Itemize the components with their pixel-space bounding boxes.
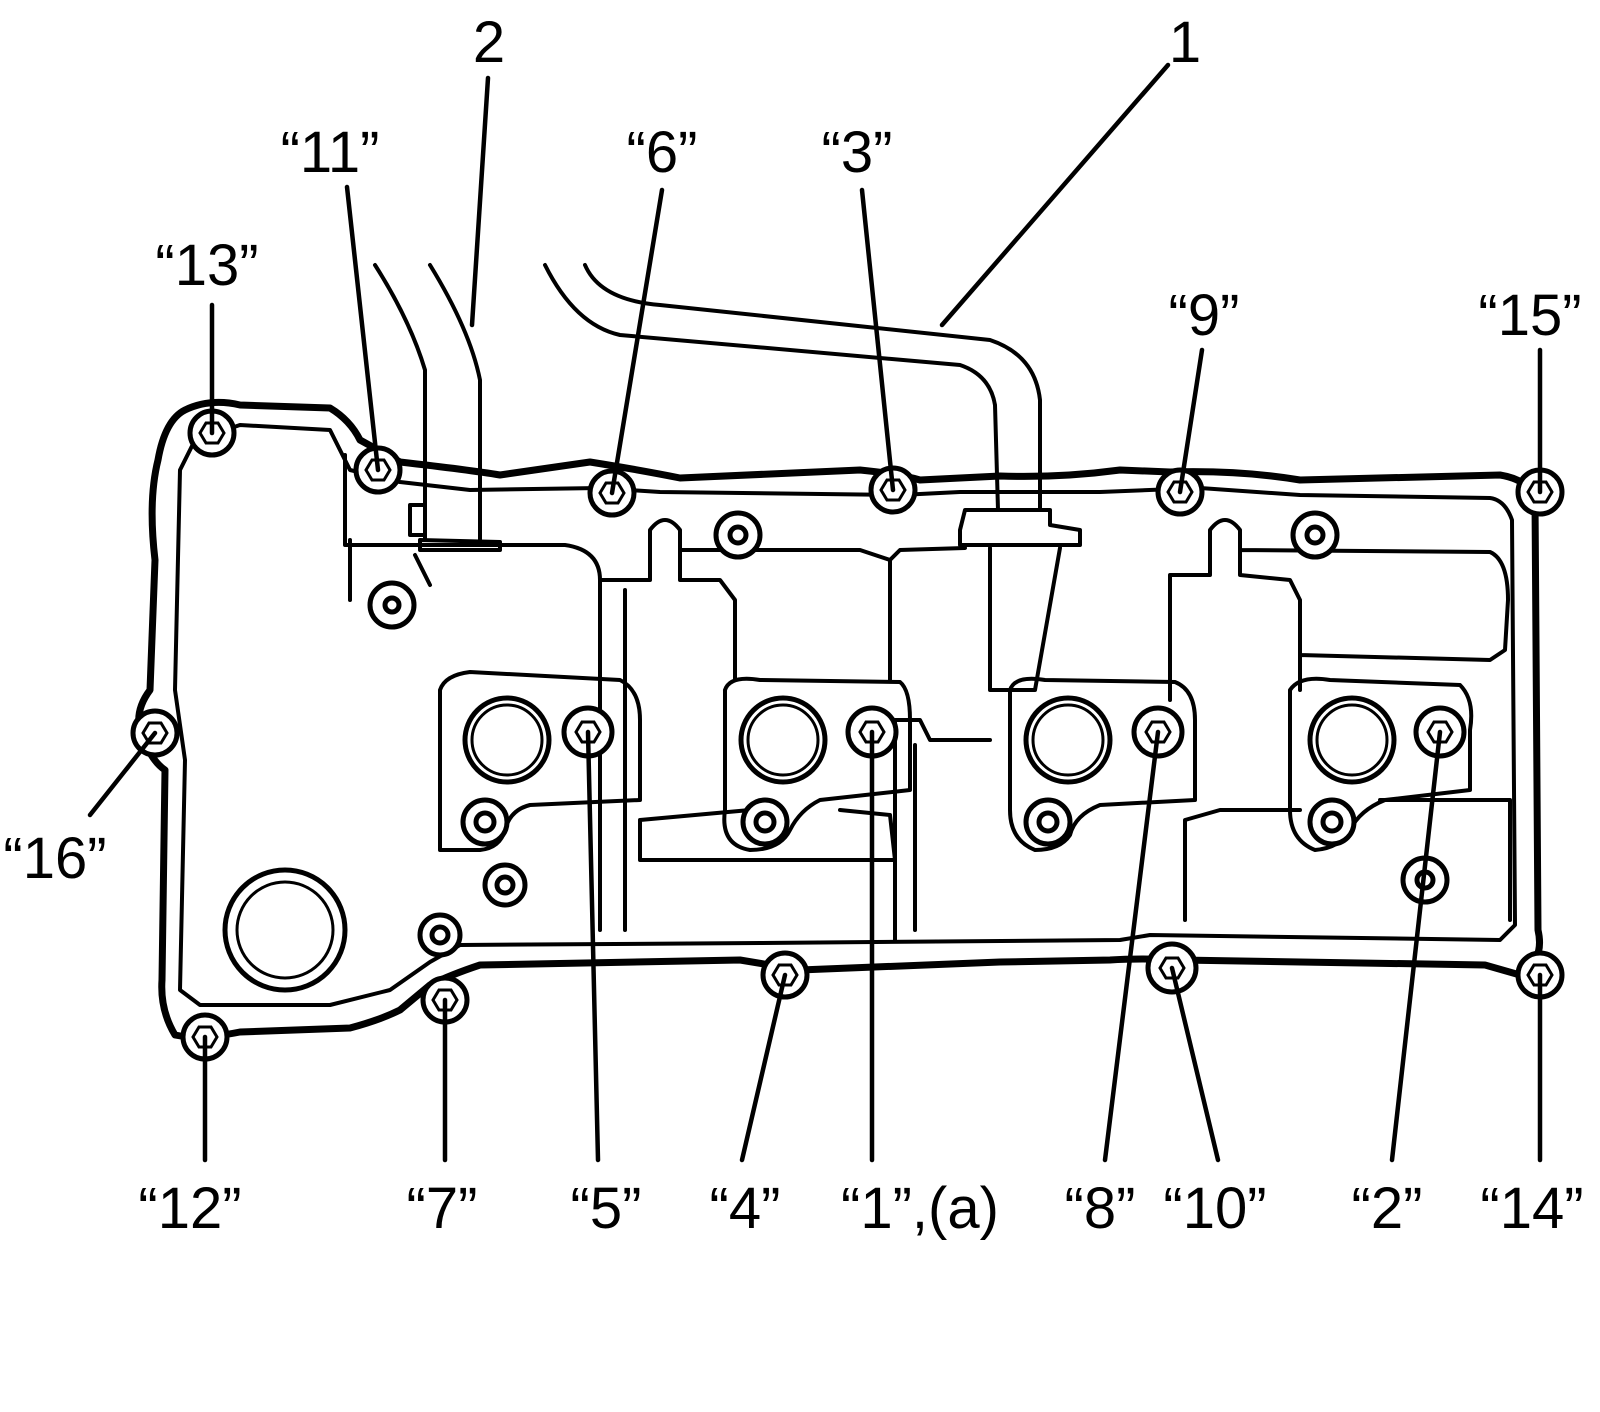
label-bolt-2: “2” — [1352, 1176, 1423, 1241]
label-bolt-9: “9” — [1169, 283, 1240, 348]
leader-lines — [87, 62, 1543, 1163]
label-part-1: 1 — [1169, 10, 1201, 75]
bolt-6 — [587, 468, 637, 518]
hose-1 — [543, 263, 1042, 512]
label-bolt-11: “11” — [281, 120, 380, 185]
label-bolt-16: “16” — [3, 826, 106, 891]
label-bolt-14: “14” — [1480, 1176, 1583, 1241]
plug-holes — [462, 695, 1397, 785]
label-bolt-6: “6” — [627, 120, 698, 185]
label-bolt-1: “1”,(a) — [841, 1176, 999, 1241]
oil-filler-inner — [235, 880, 335, 980]
label-bolt-4: “4” — [710, 1176, 781, 1241]
plate-2 — [722, 676, 912, 852]
label-bolt-13: “13” — [155, 233, 258, 298]
hose-2-flange — [408, 503, 502, 552]
oil-filler-outer — [222, 867, 348, 993]
small-bosses — [367, 510, 1450, 958]
rib-lines — [343, 453, 1512, 942]
label-bolt-3: “3” — [822, 120, 893, 185]
hose-2 — [373, 263, 482, 542]
label-bolt-12: “12” — [138, 1176, 241, 1241]
label-part-2: 2 — [473, 10, 505, 75]
plate-4 — [1288, 676, 1474, 852]
label-bolt-5: “5” — [571, 1176, 642, 1241]
label-bolt-15: “15” — [1478, 283, 1581, 348]
label-bolt-10: “10” — [1163, 1176, 1266, 1241]
hose-1-fitting — [958, 508, 1082, 692]
label-bolt-7: “7” — [407, 1176, 478, 1241]
label-bolt-8: “8” — [1065, 1176, 1136, 1241]
plate-3 — [1008, 676, 1197, 852]
